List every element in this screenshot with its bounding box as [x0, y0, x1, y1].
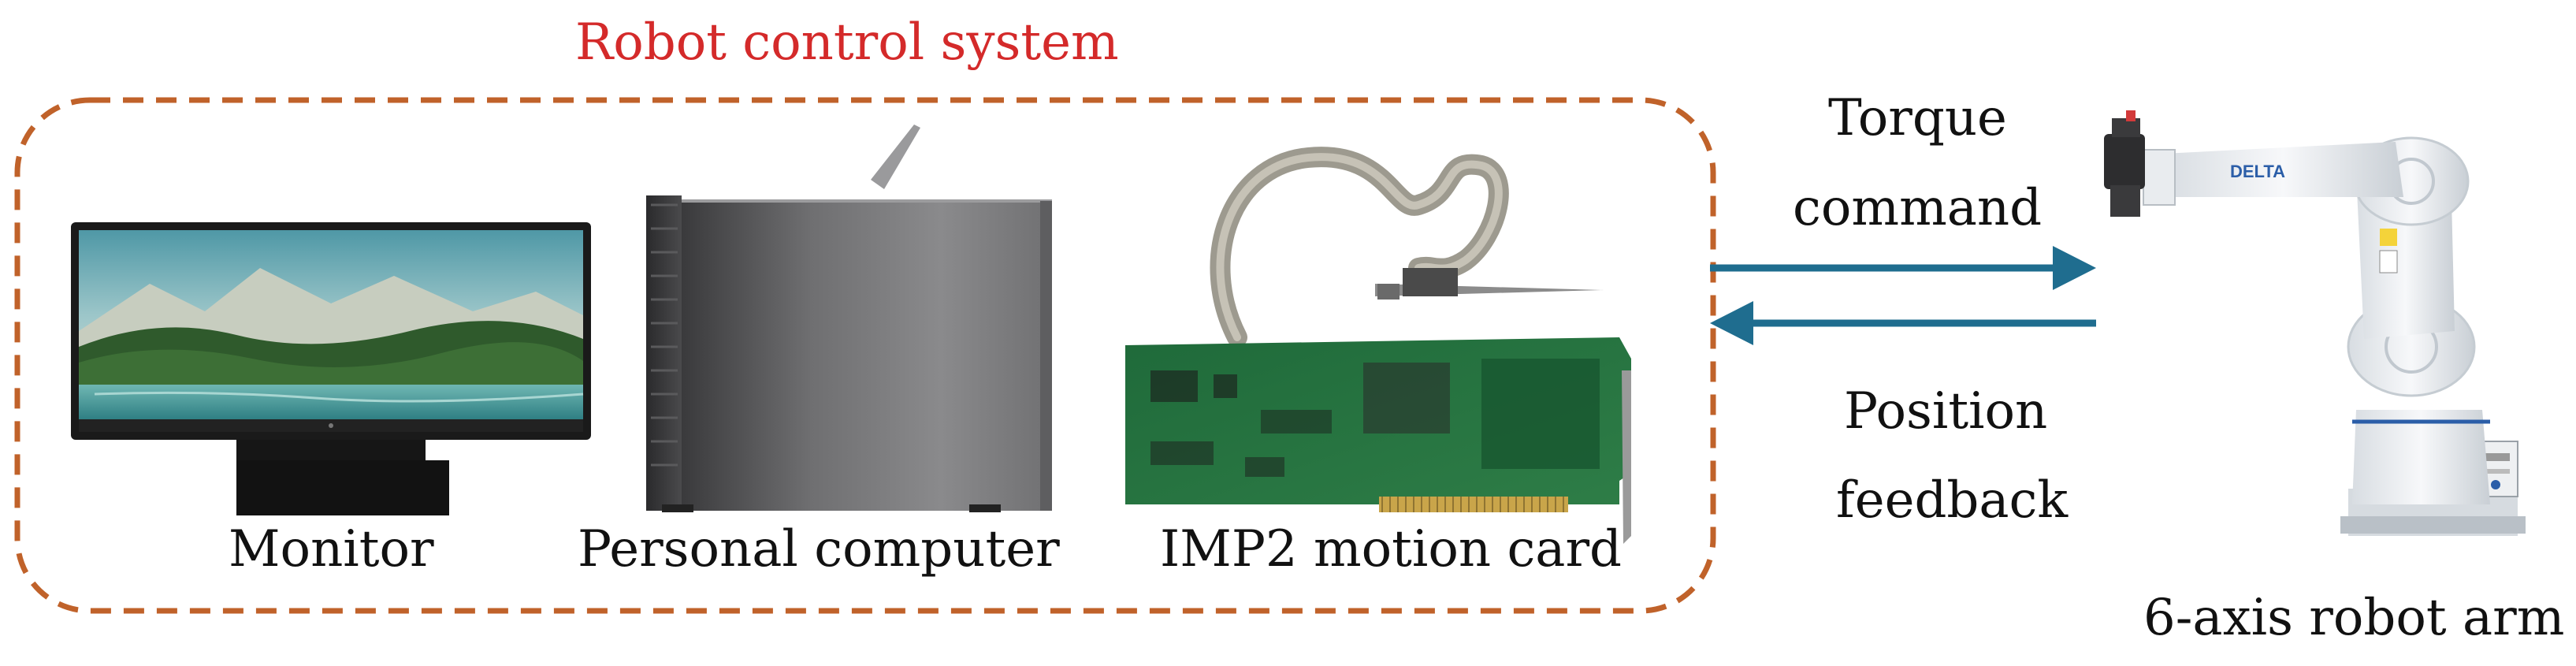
torque-label-line2: command — [1793, 179, 2043, 237]
pc-image — [646, 125, 1052, 512]
robot-brand-logo: DELTA — [2230, 162, 2285, 181]
torque-command-arrow — [1710, 246, 2096, 290]
motion-card-image — [1125, 147, 1631, 544]
robot-label: 6-axis robot arm — [2143, 589, 2565, 647]
card-label: IMP2 motion card — [1160, 520, 1622, 579]
position-feedback-arrow — [1710, 301, 2096, 345]
robot-arm-image: DELTA — [2104, 110, 2526, 536]
torque-label-line1: Torque — [1828, 89, 2007, 147]
control-system-boundary — [14, 97, 1716, 614]
pc-label: Personal computer — [578, 520, 1060, 579]
monitor-image — [71, 222, 591, 515]
monitor-label: Monitor — [229, 520, 434, 579]
position-label-line2: feedback — [1836, 471, 2069, 530]
position-label-line1: Position — [1844, 382, 2048, 441]
system-title: Robot control system — [575, 13, 1119, 72]
